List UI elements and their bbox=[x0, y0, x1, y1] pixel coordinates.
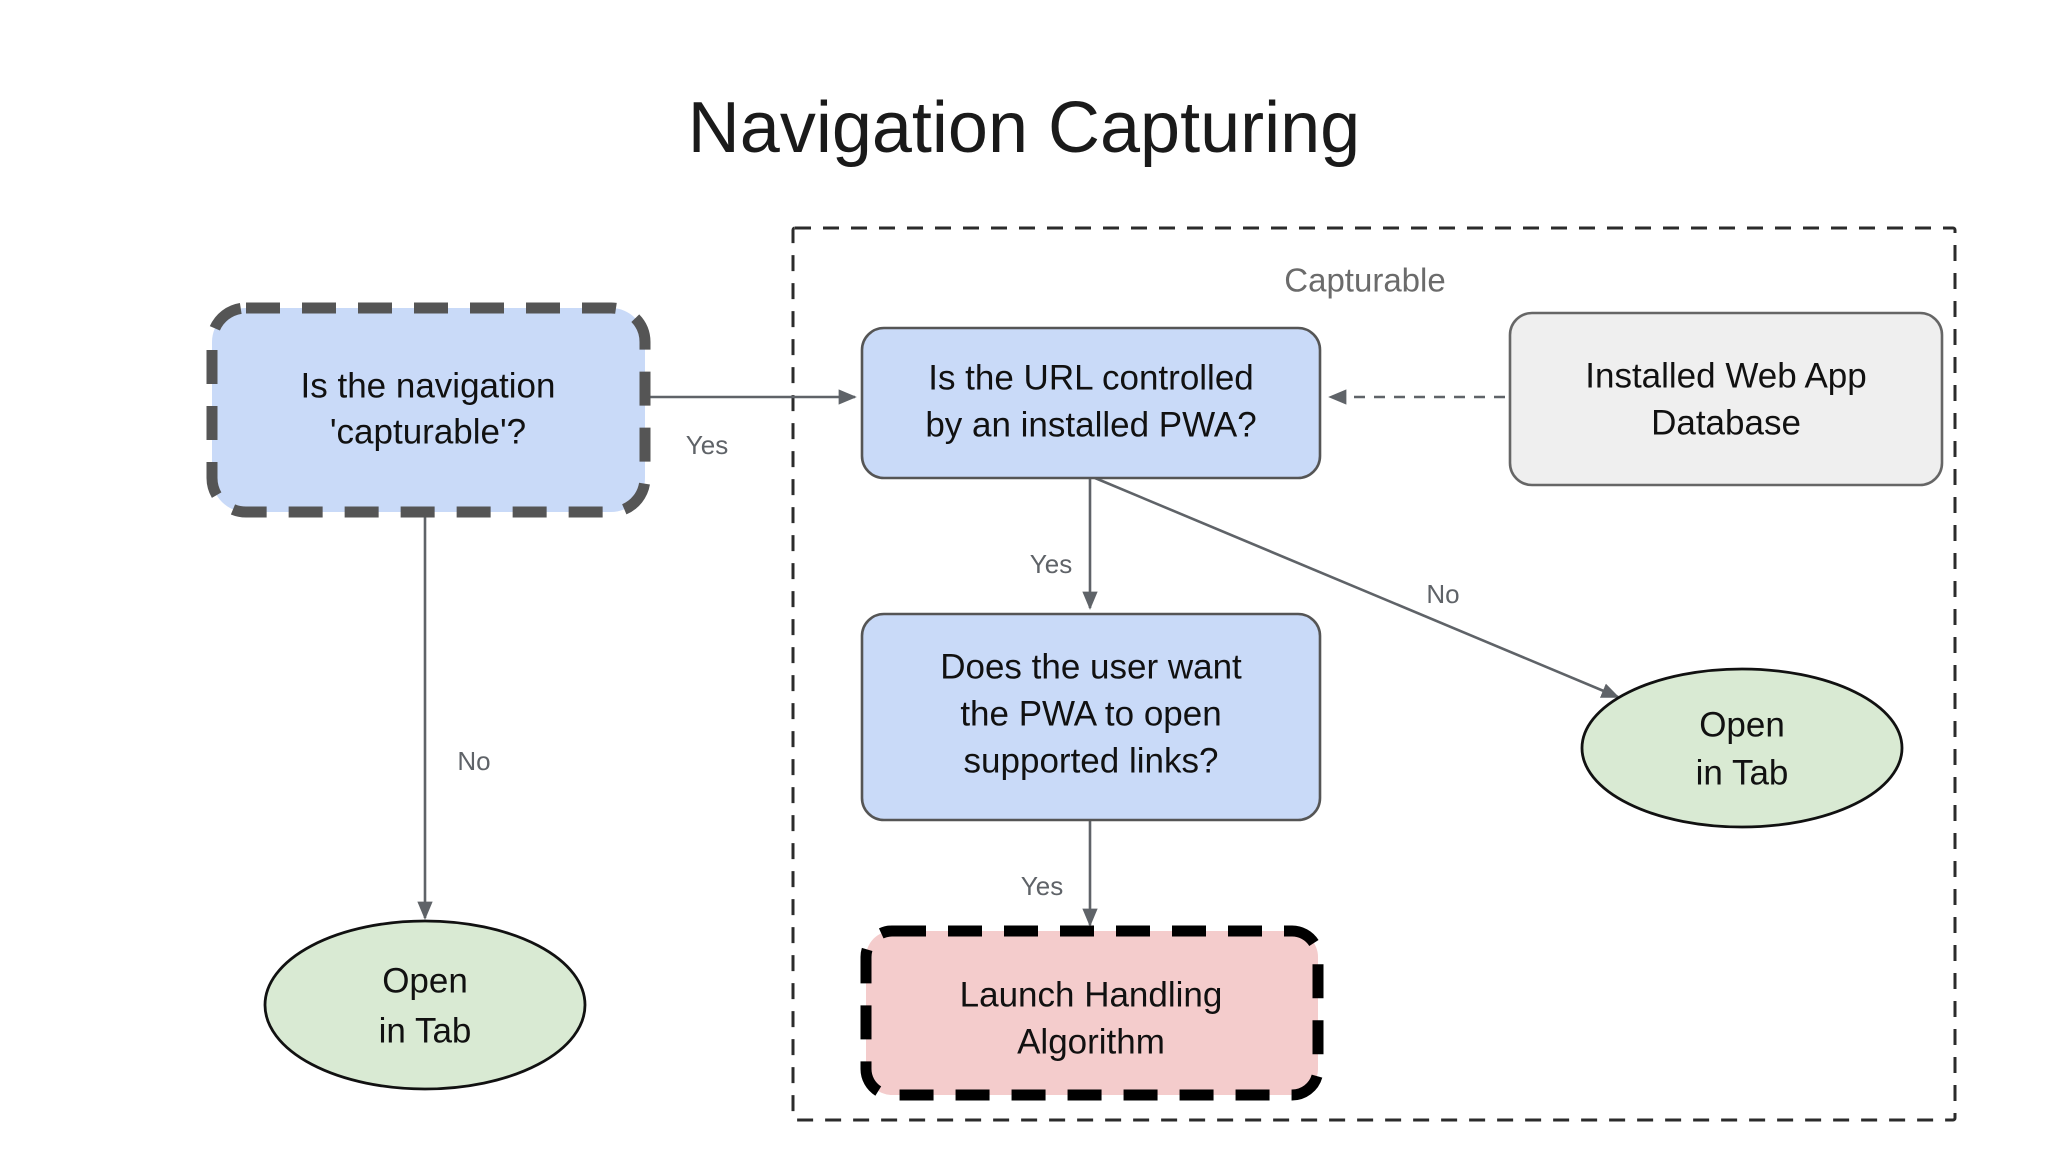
node-does-user-want-pwa-line1: Does the user want bbox=[940, 647, 1242, 686]
node-open-in-tab-left-line1: Open bbox=[382, 961, 468, 1000]
node-open-in-tab-left-shape bbox=[263, 919, 587, 1091]
node-installed-web-app-database-line2: Database bbox=[1651, 403, 1801, 442]
page-title: Navigation Capturing bbox=[688, 88, 1360, 168]
node-installed-web-app-database-line1: Installed Web App bbox=[1585, 356, 1867, 395]
node-is-url-controlled-line1: Is the URL controlled bbox=[928, 358, 1254, 397]
edge-user-yes-label: Yes bbox=[1021, 871, 1063, 901]
node-open-in-tab-right[interactable]: Open in Tab bbox=[1580, 667, 1904, 829]
node-does-user-want-pwa-line2: the PWA to open bbox=[960, 694, 1221, 733]
edge-url-no-line bbox=[1094, 476, 1620, 699]
capturable-group-boundary bbox=[791, 226, 1957, 1122]
node-installed-web-app-database[interactable]: Installed Web App Database bbox=[1508, 311, 1944, 487]
node-does-user-want-pwa-shape bbox=[860, 612, 1322, 822]
node-does-user-want-pwa-line3: supported links? bbox=[964, 741, 1219, 780]
node-launch-handling-algorithm-line1: Launch Handling bbox=[960, 975, 1223, 1014]
node-launch-handling-algorithm[interactable]: Launch Handling Algorithm bbox=[860, 925, 1324, 1101]
node-is-navigation-capturable-shape bbox=[206, 302, 651, 518]
edge-url-no-label: No bbox=[1426, 579, 1459, 609]
edge-capturable-yes-label: Yes bbox=[686, 430, 728, 460]
node-launch-handling-algorithm-line2: Algorithm bbox=[1017, 1022, 1165, 1061]
node-is-url-controlled[interactable]: Is the URL controlled by an installed PW… bbox=[860, 326, 1322, 480]
node-open-in-tab-right-shape bbox=[1580, 667, 1904, 829]
node-installed-web-app-database-shape bbox=[1508, 311, 1944, 487]
node-is-navigation-capturable-line2: 'capturable'? bbox=[330, 412, 526, 451]
edge-url-yes-label: Yes bbox=[1030, 549, 1072, 579]
capturable-group-label: Capturable bbox=[1284, 262, 1445, 299]
node-open-in-tab-right-line1: Open bbox=[1699, 705, 1785, 744]
node-open-in-tab-left[interactable]: Open in Tab bbox=[263, 919, 587, 1091]
node-is-navigation-capturable[interactable]: Is the navigation 'capturable'? bbox=[206, 302, 651, 518]
node-is-navigation-capturable-line1: Is the navigation bbox=[301, 366, 556, 405]
edge-capturable-no-label: No bbox=[457, 746, 490, 776]
node-does-user-want-pwa[interactable]: Does the user want the PWA to open suppo… bbox=[860, 612, 1322, 822]
node-launch-handling-algorithm-shape bbox=[860, 925, 1324, 1101]
node-open-in-tab-left-line2: in Tab bbox=[379, 1011, 472, 1050]
node-open-in-tab-right-line2: in Tab bbox=[1696, 753, 1789, 792]
node-is-url-controlled-line2: by an installed PWA? bbox=[925, 405, 1256, 444]
node-is-url-controlled-shape bbox=[860, 326, 1322, 480]
